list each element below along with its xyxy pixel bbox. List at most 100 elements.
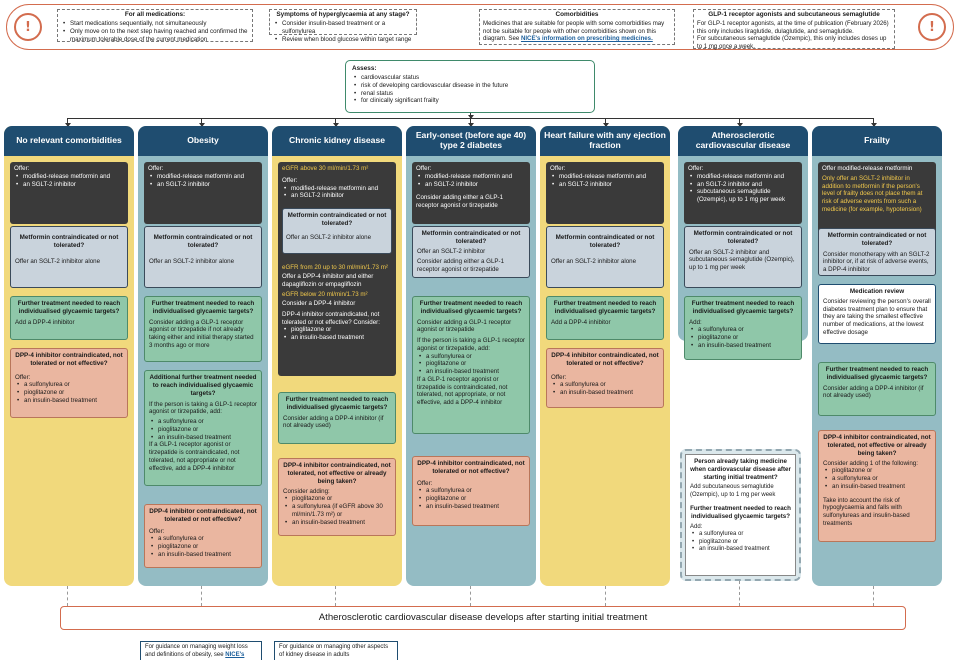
further-treatment-box: Further treatment needed to reach indivi… xyxy=(10,296,128,340)
list-item: Start medications sequentially, not simu… xyxy=(61,20,249,28)
column-early-onset: Early-onset (before age 40) type 2 diabe… xyxy=(406,126,536,586)
egfr-below-20-label: eGFR below 20 ml/min/1.73 m² xyxy=(282,291,368,299)
list-item: Only move on to the next step having rea… xyxy=(61,28,249,44)
connector xyxy=(605,586,606,606)
list-item: pioglitazone or xyxy=(283,495,391,503)
list-item: an insulin-based treatment xyxy=(282,334,392,342)
list-item: an SGLT-2 inhibitor and xyxy=(688,181,798,189)
list-item: an SGLT-2 inhibitor xyxy=(282,192,392,200)
ckd-offer-box: eGFR above 30 ml/min/1.73 m² Offer: modi… xyxy=(278,162,396,376)
metformin-contraindicated-box: Metformin contraindicated or not tolerat… xyxy=(684,226,802,288)
list-item: an insulin-based treatment xyxy=(149,434,257,442)
kidney-guidance-note: For guidance on managing other aspects o… xyxy=(274,641,398,660)
list-item: Consider insulin-based treatment or a su… xyxy=(273,20,413,36)
glp1-text: For GLP-1 receptor agonists, at the time… xyxy=(697,20,889,35)
column-chronic-kidney-disease: Chronic kidney disease eGFR above 30 ml/… xyxy=(272,126,402,586)
list-item: an insulin-based treatment xyxy=(689,342,797,350)
list-item: cardiovascular status xyxy=(352,74,588,82)
ascvd-later-box: Person already taking medicine when card… xyxy=(680,449,801,581)
column-no-comorbidities: No relevant comorbidities Offer: modifie… xyxy=(4,126,134,586)
list-item: modified-release metformin and xyxy=(148,173,258,181)
list-item: pioglitazone or xyxy=(417,495,525,503)
weight-guidance-note: For guidance on managing weight loss and… xyxy=(140,641,262,660)
comorbidities-section: Comorbidities Medicines that are suitabl… xyxy=(479,9,675,45)
list-item: an insulin-based treatment xyxy=(417,503,525,511)
list-item: modified-release metformin and xyxy=(416,173,526,181)
comorbidities-title: Comorbidities xyxy=(555,11,599,18)
dpp4-contraindicated-box: DPP-4 inhibitor contraindicated, not tol… xyxy=(278,458,396,536)
column-heart-failure: Heart failure with any ejection fraction… xyxy=(540,126,670,586)
list-item: an insulin-based treatment xyxy=(823,483,931,491)
column-title: Chronic kidney disease xyxy=(272,126,402,156)
list-item: an insulin-based treatment xyxy=(149,551,257,559)
list-item: an SGLT-2 inhibitor xyxy=(148,181,258,189)
list-item: a sulfonylurea or xyxy=(15,381,123,389)
ascvd-develops-banner: Atherosclerotic cardiovascular disease d… xyxy=(60,606,906,630)
all-medications-section: For all medications: Start medications s… xyxy=(57,9,253,44)
connector xyxy=(870,118,877,127)
list-item: a sulfonylurea or xyxy=(551,381,659,389)
list-item: pioglitazone or xyxy=(149,426,257,434)
assess-box: Assess: cardiovascular status risk of de… xyxy=(345,60,595,113)
metformin-contraindicated-box: Metformin contraindicated or not tolerat… xyxy=(412,226,530,278)
offer-box: Offer: modified-release metformin and an… xyxy=(10,162,128,224)
metformin-contraindicated-box: Metformin contraindicated or not tolerat… xyxy=(818,228,936,276)
connector xyxy=(201,586,202,606)
list-item: a sulfonylurea or xyxy=(690,531,791,539)
list-item: subcutaneous semaglutide (Ozempic), up t… xyxy=(688,188,798,204)
list-item: an insulin-based treatment xyxy=(551,389,659,397)
assess-title: Assess: xyxy=(352,65,377,72)
column-obesity: Obesity Offer: modified-release metformi… xyxy=(138,126,268,586)
list-item: an insulin-based treatment xyxy=(417,368,525,376)
further-treatment-box: Further treatment needed to reach indivi… xyxy=(144,296,262,362)
connector xyxy=(64,118,71,127)
semaglutide-text: For subcutaneous semaglutide (Ozempic), … xyxy=(697,35,887,50)
list-item: an insulin-based treatment xyxy=(15,397,123,405)
list-item: a sulfonylurea or xyxy=(417,487,525,495)
column-title: Early-onset (before age 40) type 2 diabe… xyxy=(406,126,536,156)
column-frailty: Frailty Offer modified-release metformin… xyxy=(812,126,942,586)
list-item: risk of developing cardiovascular diseas… xyxy=(352,82,588,90)
offer-box: Offer modified-release metformin Only of… xyxy=(818,162,936,236)
further-treatment-box: Further treatment needed to reach indivi… xyxy=(546,296,664,340)
dpp4-contraindicated-box: DPP-4 inhibitor contraindicated, not tol… xyxy=(412,456,530,526)
connector xyxy=(873,586,874,606)
metformin-contraindicated-box: Metformin contraindicated or not tolerat… xyxy=(144,226,262,288)
nice-weight-link[interactable]: NICE's xyxy=(225,651,245,658)
list-item: modified-release metformin and xyxy=(282,185,392,193)
further-treatment-box: Further treatment needed to reach indivi… xyxy=(278,392,396,444)
glp1-title: GLP-1 receptor agonists and subcutaneous… xyxy=(708,11,880,18)
list-item: pioglitazone or xyxy=(690,539,791,547)
warning-icon-right: ! xyxy=(918,13,946,41)
egfr-20-30-label: eGFR from 20 up to 30 ml/min/1.73 m² xyxy=(282,264,388,271)
general-guidance-banner: ! ! For all medications: Start medicatio… xyxy=(6,4,954,50)
dpp4-contraindicated-box: DPP-4 inhibitor contraindicated, not tol… xyxy=(546,348,664,408)
list-item: pioglitazone or xyxy=(689,334,797,342)
list-item: an insulin-based treatment xyxy=(283,519,391,527)
column-title: Obesity xyxy=(138,126,268,156)
additional-treatment-box: Additional further treatment needed to r… xyxy=(144,370,262,486)
list-item: pioglitazone or xyxy=(15,389,123,397)
offer-box: Offer: modified-release metformin and an… xyxy=(412,162,530,224)
connector xyxy=(602,118,609,127)
offer-box: Offer: modified-release metformin and an… xyxy=(546,162,664,224)
hyperglycaemia-title: Symptoms of hyperglycaemia at any stage? xyxy=(276,11,410,18)
metformin-contraindicated-box: Metformin contraindicated or not tolerat… xyxy=(10,226,128,288)
further-treatment-box: Further treatment needed to reach indivi… xyxy=(684,296,802,360)
list-item: an SGLT-2 inhibitor xyxy=(416,181,526,189)
list-item: a sulfonylurea or xyxy=(689,326,797,334)
connector xyxy=(736,118,743,127)
metformin-contraindicated-box: Metformin contraindicated or not tolerat… xyxy=(546,226,664,288)
list-item: a sulfonylurea (if eGFR above 30 ml/min/… xyxy=(283,503,391,519)
dpp4-contraindicated-box: DPP-4 inhibitor contraindicated, not tol… xyxy=(10,348,128,418)
nice-prescribing-link[interactable]: NICE's information on prescribing medici… xyxy=(520,35,653,43)
warning-icon-left: ! xyxy=(14,13,42,41)
offer-box: Offer: modified-release metformin and an… xyxy=(144,162,262,224)
connector xyxy=(332,118,339,127)
column-title: Atherosclerotic cardiovascular disease xyxy=(678,126,808,156)
further-treatment-box: Further treatment needed to reach indivi… xyxy=(412,296,530,434)
egfr-above-30-label: eGFR above 30 ml/min/1.73 m² xyxy=(282,165,369,172)
list-item: for clinically significant frailty xyxy=(352,97,588,105)
dpp4-contraindicated-box: DPP-4 inhibitor contraindicated, not tol… xyxy=(144,504,262,568)
column-ascvd: Atherosclerotic cardiovascular disease O… xyxy=(678,126,808,360)
